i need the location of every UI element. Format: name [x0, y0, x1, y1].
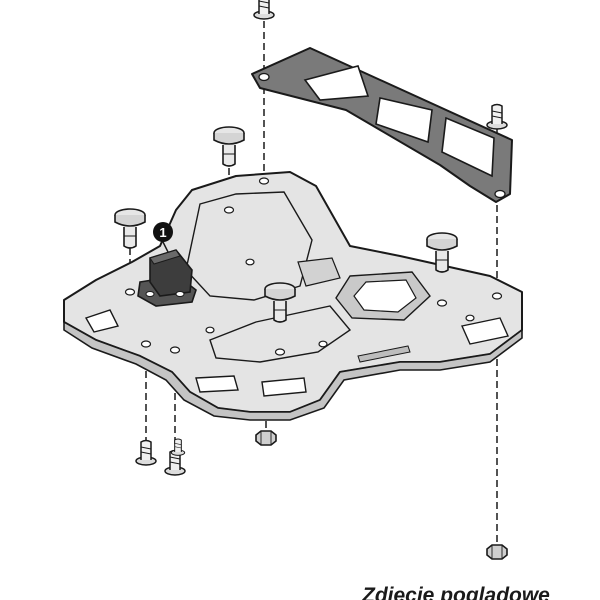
callout-number: 1: [159, 225, 166, 240]
knob-icon: [114, 208, 146, 249]
nut-icon: [255, 430, 277, 446]
screw-icon: [170, 438, 186, 456]
screw-icon: [135, 439, 157, 466]
caption: Zdjęcie poglądowe: [362, 584, 550, 600]
callout-marker: 1: [153, 222, 173, 253]
bracket: [251, 47, 513, 203]
nut-icon: [486, 544, 508, 560]
knob-icon: [213, 126, 245, 167]
screw-icon: [253, 0, 275, 20]
lock-mount: [137, 249, 197, 307]
screw-icon: [486, 103, 508, 130]
